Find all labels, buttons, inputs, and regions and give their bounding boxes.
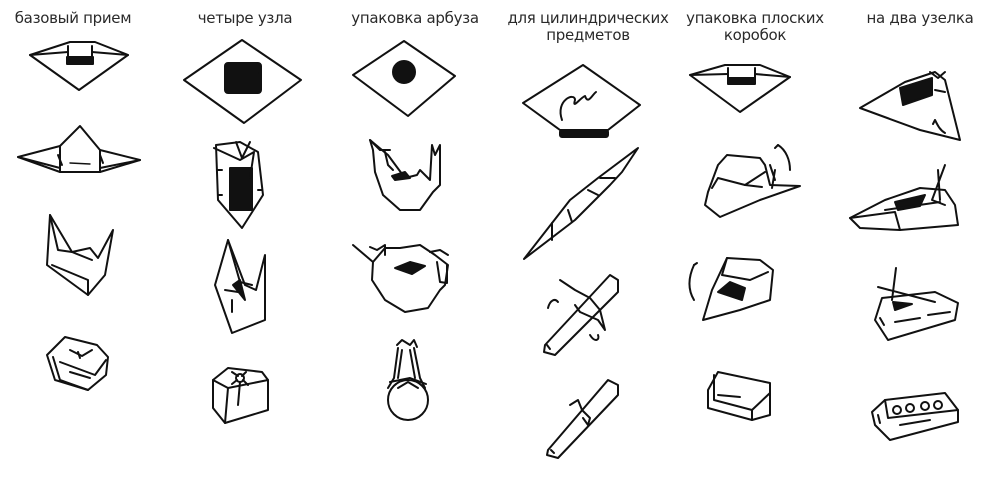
basic-step-4-icon [46, 336, 109, 391]
column-title-four-knots: четыре узла [197, 9, 293, 27]
cylinder-step-3-icon [543, 274, 619, 356]
four-knots-step-3-icon [214, 239, 266, 334]
two-knots-step-3-icon [874, 267, 959, 341]
column-title-watermelon: упаковка арбуза [351, 9, 479, 27]
cylinder-step-1-icon [522, 64, 641, 138]
basic-step-1-icon [29, 41, 129, 91]
column-title-two-knots: на два узелка [866, 9, 974, 27]
two-knots-step-4-icon [871, 392, 959, 441]
two-knots-step-1-icon [859, 71, 961, 141]
column-title-flat-boxes-line1: упаковка плоских [686, 9, 824, 27]
four-knots-step-4-icon [212, 367, 269, 424]
two-knots-step-2-icon [849, 164, 959, 231]
basic-step-3-icon [46, 214, 114, 296]
column-title-flat-boxes: упаковка плоских коробок [680, 10, 830, 44]
four-knots-step-2-icon [213, 141, 264, 229]
column-title-basic: базовый прием [14, 9, 132, 27]
four-knots-step-1-icon [183, 39, 302, 124]
watermelon-step-2-icon [369, 139, 441, 211]
column-title-cylinder: для цилиндрических предметов [498, 10, 678, 44]
flat-box-step-2-icon [704, 144, 801, 218]
watermelon-step-4-icon [387, 339, 429, 421]
flat-box-step-1-icon [689, 64, 791, 113]
cylinder-step-2-icon [523, 147, 639, 260]
flat-box-step-3-icon [688, 257, 774, 321]
watermelon-step-1-icon [352, 40, 456, 117]
watermelon-step-3-icon [352, 244, 449, 313]
column-title-flat-boxes-line2: коробок [723, 26, 787, 44]
flat-box-step-4-icon [707, 371, 771, 421]
cylinder-step-4-icon [546, 379, 619, 459]
column-title-cylinder-line2: предметов [546, 26, 630, 44]
basic-step-2-icon [17, 125, 141, 173]
column-title-cylinder-line1: для цилиндрических [507, 9, 669, 27]
